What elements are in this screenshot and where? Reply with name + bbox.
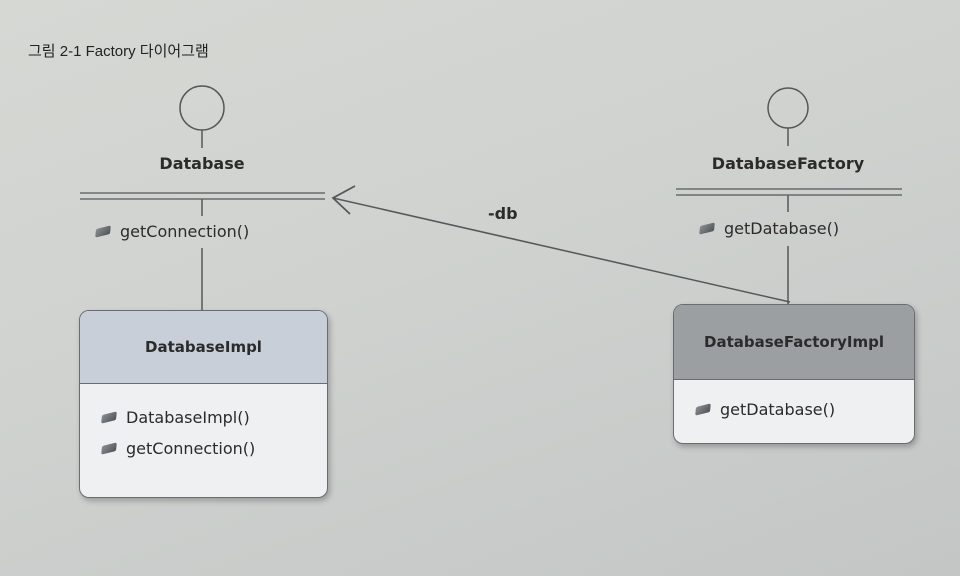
operation-icon <box>699 222 715 235</box>
operation-label: DatabaseImpl() <box>126 408 250 427</box>
operation-icon <box>95 225 111 238</box>
database-factory-impl-operations: getDatabase() <box>674 380 914 419</box>
database-factory-interface-name: DatabaseFactory <box>711 154 865 173</box>
database-interface-lollipop-icon <box>179 85 225 131</box>
database-impl-class: DatabaseImpl DatabaseImpl() getConnectio… <box>79 310 328 498</box>
database-factory-interface-lollipop-icon <box>767 87 809 129</box>
database-factory-impl-header: DatabaseFactoryImpl <box>674 305 914 380</box>
operation-label: getDatabase() <box>720 400 836 419</box>
association-line <box>332 197 791 303</box>
database-impl-operations: DatabaseImpl() getConnection() <box>80 384 327 458</box>
operation-icon <box>101 411 117 424</box>
database-impl-header: DatabaseImpl <box>80 311 327 384</box>
operation-icon <box>101 442 117 455</box>
operation-label: getConnection() <box>120 222 250 241</box>
database-factory-impl-operation: getDatabase() <box>695 400 914 419</box>
database-impl-operation: DatabaseImpl() <box>101 408 327 427</box>
database-impl-name: DatabaseImpl <box>145 338 262 356</box>
operation-icon <box>695 403 711 416</box>
association-label: -db <box>488 204 518 223</box>
database-factory-operation: getDatabase() <box>699 219 840 238</box>
database-factory-impl-class: DatabaseFactoryImpl getDatabase() <box>673 304 915 444</box>
database-operation: getConnection() <box>95 222 250 241</box>
association-arrowhead-icon <box>331 185 356 215</box>
figure-caption: 그림 2-1 Factory 다이어그램 <box>28 43 209 60</box>
operation-label: getDatabase() <box>724 219 840 238</box>
database-factory-impl-name: DatabaseFactoryImpl <box>704 333 884 351</box>
database-interface-name: Database <box>159 154 245 173</box>
database-impl-operation: getConnection() <box>101 439 327 458</box>
operation-label: getConnection() <box>126 439 256 458</box>
